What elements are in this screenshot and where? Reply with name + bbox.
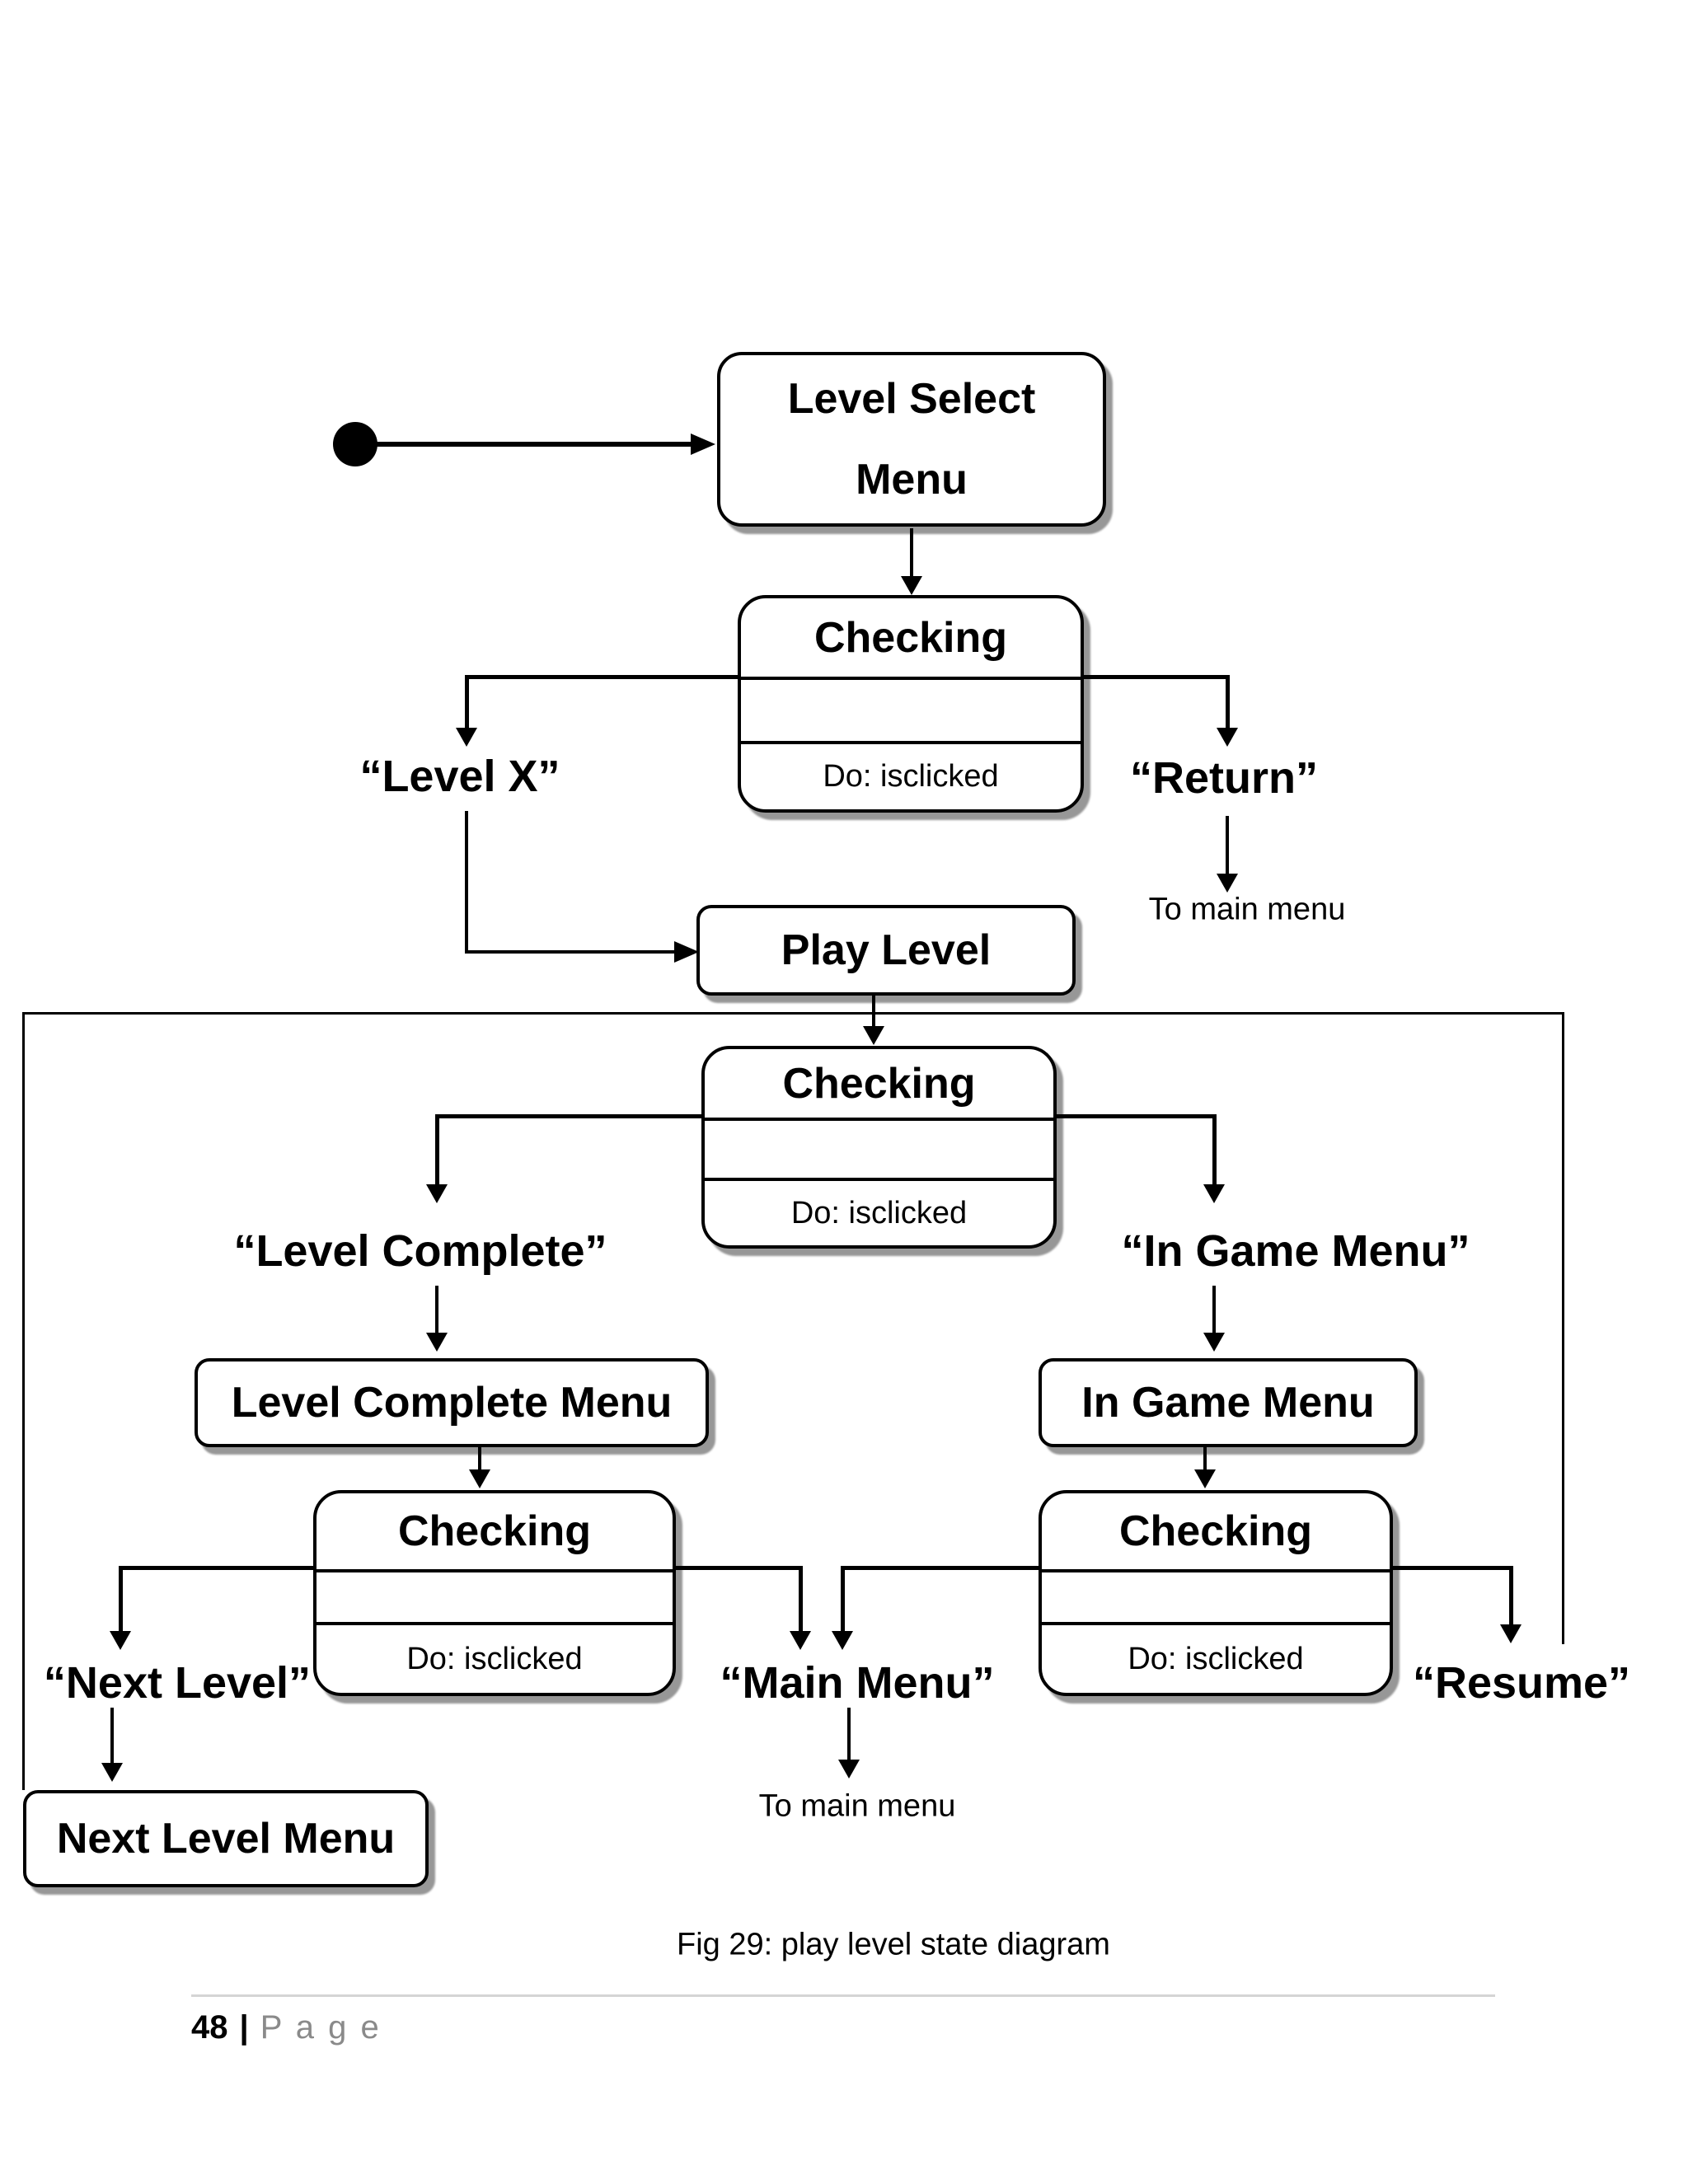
transition-label-in-game-menu: “In Game Menu” (1121, 1226, 1470, 1276)
arrowhead-down-icon (1217, 728, 1238, 747)
arrowhead-down-icon (1203, 1184, 1225, 1203)
checking-empty-compartment (705, 1118, 1053, 1181)
state-level-complete-menu: Level Complete Menu (195, 1358, 709, 1447)
footer-separator: | (239, 2009, 249, 2046)
transition-line (437, 1114, 701, 1118)
transition-line (842, 1566, 1039, 1570)
transition-line (478, 1447, 481, 1472)
arrowhead-down-icon (426, 1184, 448, 1203)
arrowhead-down-icon (838, 1760, 860, 1779)
state-label: Next Level Menu (56, 1815, 396, 1863)
checking-title: Checking (782, 1059, 976, 1108)
transition-line (435, 1114, 439, 1187)
figure-caption: Fig 29: play level state diagram (677, 1927, 1110, 1962)
transition-line (465, 811, 468, 953)
transition-label-main-menu: “Main Menu” (720, 1658, 995, 1708)
transition-line (1226, 816, 1229, 875)
state-checking-1: Checking Do: isclicked (738, 595, 1084, 813)
transition-line (110, 1708, 114, 1764)
checking-title: Checking (397, 1507, 592, 1555)
transition-line (847, 1708, 851, 1762)
footer-label: P a g e (260, 2009, 382, 2046)
transition-label-return: “Return” (1130, 753, 1318, 803)
arrowhead-down-icon (101, 1763, 123, 1782)
transition-line (120, 1566, 313, 1570)
arrowhead-right-icon (691, 434, 715, 455)
transition-line (1212, 1114, 1217, 1187)
state-level-select-menu: Level Select Menu (717, 352, 1106, 527)
state-in-game-menu: In Game Menu (1039, 1358, 1418, 1447)
transition-line (465, 950, 681, 954)
state-label: In Game Menu (1081, 1379, 1375, 1427)
state-label: Menu (856, 456, 968, 504)
transition-line (1226, 675, 1230, 729)
transition-line (676, 1566, 800, 1570)
transition-line (1203, 1447, 1207, 1472)
to-main-menu-note: To main menu (1148, 892, 1346, 927)
composite-state-border-top (22, 1012, 1564, 1015)
state-label: Level Complete Menu (231, 1379, 673, 1427)
checking-empty-compartment (741, 677, 1081, 744)
transition-line (1082, 675, 1227, 679)
checking-do-activity: Do: isclicked (406, 1641, 583, 1676)
state-next-level-menu: Next Level Menu (23, 1790, 429, 1887)
transition-line (799, 1566, 803, 1633)
arrowhead-down-icon (426, 1333, 448, 1352)
transition-label-level-x: “Level X” (359, 752, 560, 801)
checking-title: Checking (814, 613, 1008, 662)
transition-label-next-level: “Next Level” (43, 1658, 312, 1708)
transition-line (1393, 1566, 1511, 1570)
arrowhead-down-icon (456, 728, 477, 747)
transition-line (841, 1566, 845, 1633)
arrowhead-down-icon (1217, 874, 1238, 893)
arrowhead-down-icon (469, 1469, 490, 1488)
transition-line (910, 528, 913, 578)
checking-do-activity: Do: isclicked (823, 759, 999, 794)
initial-state-dot (333, 422, 377, 466)
arrowhead-down-icon (790, 1631, 811, 1650)
checking-title: Checking (1118, 1507, 1313, 1555)
transition-line (373, 442, 694, 447)
arrowhead-down-icon (1500, 1624, 1522, 1643)
page-number: 48 (191, 2009, 228, 2046)
transition-line (1509, 1566, 1513, 1626)
arrowhead-down-icon (901, 576, 922, 595)
transition-line (435, 1286, 438, 1335)
transition-line (872, 996, 875, 1029)
transition-line (465, 675, 469, 729)
transition-line (1055, 1114, 1214, 1118)
composite-state-border-left (22, 1012, 25, 1790)
transition-label-resume: “Resume” (1412, 1658, 1631, 1708)
to-main-menu-note: To main menu (758, 1788, 956, 1824)
state-label: Play Level (781, 926, 992, 974)
transition-label-level-complete: “Level Complete” (233, 1226, 607, 1276)
transition-line (119, 1566, 123, 1633)
checking-do-activity: Do: isclicked (790, 1195, 968, 1230)
state-checking-4: Checking Do: isclicked (1039, 1490, 1393, 1696)
transition-line (467, 675, 738, 679)
checking-do-activity: Do: isclicked (1128, 1641, 1304, 1676)
checking-empty-compartment (316, 1569, 673, 1625)
arrowhead-down-icon (1203, 1333, 1225, 1352)
arrowhead-down-icon (832, 1631, 853, 1650)
composite-state-border-right (1562, 1012, 1564, 1644)
arrowhead-down-icon (110, 1631, 131, 1650)
checking-empty-compartment (1042, 1569, 1390, 1625)
arrowhead-down-icon (1194, 1469, 1216, 1488)
transition-line (1212, 1286, 1216, 1335)
state-play-level: Play Level (696, 905, 1076, 996)
page-footer: 48 | P a g e (191, 2009, 382, 2046)
arrowhead-right-icon (674, 941, 699, 963)
arrowhead-down-icon (863, 1026, 884, 1045)
state-checking-2: Checking Do: isclicked (701, 1046, 1057, 1249)
state-checking-3: Checking Do: isclicked (313, 1490, 676, 1696)
state-label: Level Select (787, 375, 1036, 423)
footer-rule (191, 1994, 1495, 1997)
